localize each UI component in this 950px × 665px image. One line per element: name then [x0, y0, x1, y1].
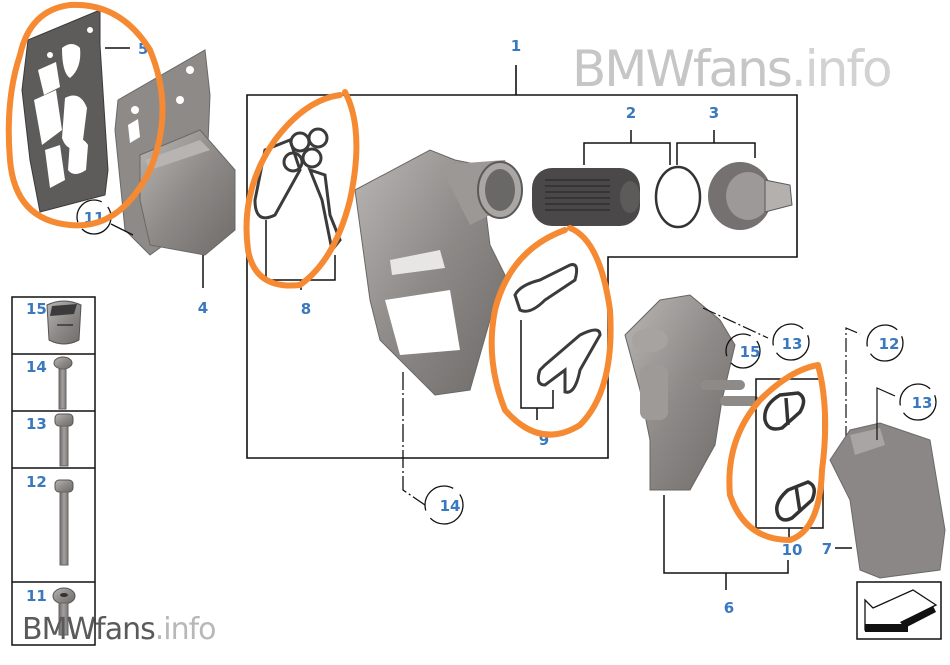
- watermark-brand: BMWfans: [572, 40, 793, 98]
- callout-4: 4: [198, 299, 208, 317]
- panel-label-12: 12: [26, 473, 47, 491]
- panel-label-13: 13: [26, 415, 47, 433]
- callout-circle-12: [866, 324, 904, 362]
- gasket-5-illustration: [21, 9, 109, 213]
- leader-13b: [876, 387, 896, 440]
- callout-circle-13b: [899, 383, 937, 421]
- gasket-9-illustration: [513, 263, 602, 394]
- leader-3: [676, 142, 756, 165]
- watermark-bottom: BMWfans.info: [22, 612, 217, 647]
- leader-6: [663, 495, 789, 574]
- oil-cooler-7-illustration: [829, 422, 946, 579]
- bolt-12-illustration: [54, 479, 74, 566]
- highlight-circle-gasket-8: [243, 89, 360, 289]
- o-ring-illustration: [654, 165, 702, 229]
- callout-3: 3: [709, 104, 719, 122]
- watermark-bottom-tld: .info: [154, 612, 217, 647]
- panel-label-11: 11: [26, 587, 47, 605]
- fastener-panel: [11, 296, 96, 646]
- arrow-down-left-icon[interactable]: [856, 581, 942, 640]
- bolt-14-illustration: [53, 356, 73, 410]
- callout-12: 12: [879, 335, 900, 353]
- leader-13a: [702, 307, 769, 339]
- callout-15: 15: [740, 343, 761, 361]
- callout-circle-15: [725, 333, 761, 369]
- filter-element-2-illustration: [532, 168, 640, 226]
- filter-cap-3-illustration: [708, 162, 793, 230]
- callout-circle-13a: [772, 323, 810, 361]
- highlight-circle-gasket-10: [726, 362, 829, 544]
- leader-12: [845, 327, 861, 462]
- panel-label-14: 14: [26, 358, 47, 376]
- callout-13b: 13: [912, 394, 933, 412]
- callout-2: 2: [626, 104, 636, 122]
- callout-circle-14: [424, 485, 464, 525]
- callout-14: 14: [440, 497, 461, 515]
- watermark-tld: .info: [790, 40, 893, 98]
- oil-cooler-4-illustration: [114, 49, 236, 256]
- highlight-annotations: [5, 1, 829, 544]
- filter-housing-body-illustration: [354, 149, 523, 396]
- callout-1: 1: [511, 37, 521, 55]
- assembly-1-bracket: [246, 65, 798, 459]
- bolt-cap-15-illustration: [46, 300, 82, 345]
- gasket-8-illustration: [253, 127, 342, 254]
- callout-5: 5: [138, 40, 148, 58]
- highlight-circle-gasket-9: [488, 225, 614, 438]
- filter-housing-6-illustration: [624, 294, 760, 491]
- callout-7: 7: [822, 540, 832, 558]
- callout-6: 6: [724, 599, 734, 617]
- callout-10: 10: [782, 541, 803, 559]
- gasket-10-illustration: [763, 391, 816, 522]
- leader-8: [265, 220, 336, 281]
- highlight-circle-gasket-5: [5, 1, 166, 229]
- panel-label-15: 15: [26, 300, 47, 318]
- gasket-10-box: [755, 378, 824, 529]
- watermark-top: BMWfans.info: [572, 40, 893, 98]
- callout-13a: 13: [782, 335, 803, 353]
- screw-11-illustration: [52, 587, 76, 636]
- leader-2: [583, 142, 671, 165]
- callout-9: 9: [539, 431, 549, 449]
- bolt-13-illustration: [54, 413, 74, 467]
- callout-8: 8: [301, 300, 311, 318]
- leader-14: [402, 372, 426, 506]
- watermark-bottom-brand: BMWfans: [22, 612, 156, 647]
